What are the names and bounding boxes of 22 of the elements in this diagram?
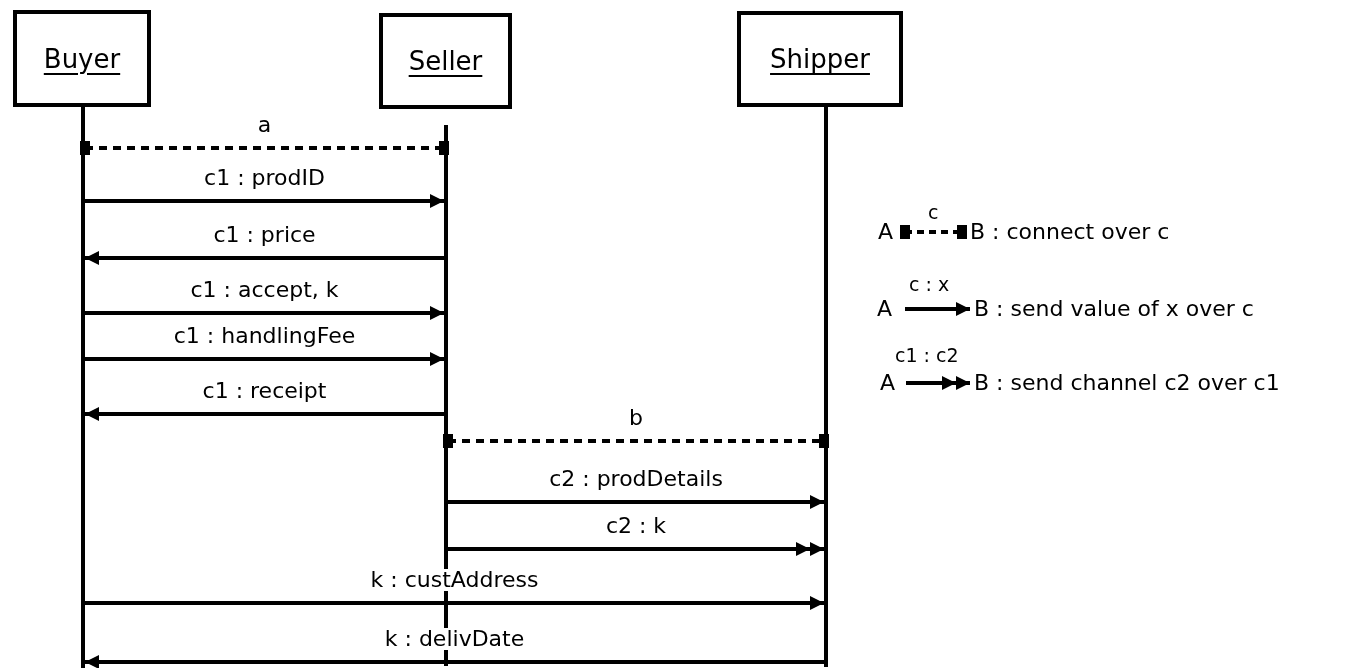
participant-box [737,11,903,107]
message-label: c1 : price [211,224,318,246]
channel-label: c [928,203,939,222]
message-label: c1 : accept, k [188,279,341,301]
legend-text: B : connect over c [970,221,1170,243]
endpoint-label: A [877,298,893,320]
endpoint-label: A [878,221,894,243]
legend-text: B : send value of x over c [974,298,1254,320]
message-label: c1 : c2 [895,346,959,365]
lifeline [81,107,85,668]
message-label: c2 : prodDetails [547,468,725,490]
message-label: c : x [909,275,950,294]
endpoint-label: A [880,372,896,394]
participant-name: Buyer [43,43,121,74]
lifeline [824,107,828,667]
participant-name: Shipper [770,44,870,74]
message-label: c1 : receipt [200,380,329,402]
participant-box [13,10,151,107]
participant-box [379,13,512,109]
legend-text: B : send channel c2 over c1 [974,372,1280,394]
message-label: c1 : prodID [202,167,327,189]
participant-name: Seller [408,46,483,76]
